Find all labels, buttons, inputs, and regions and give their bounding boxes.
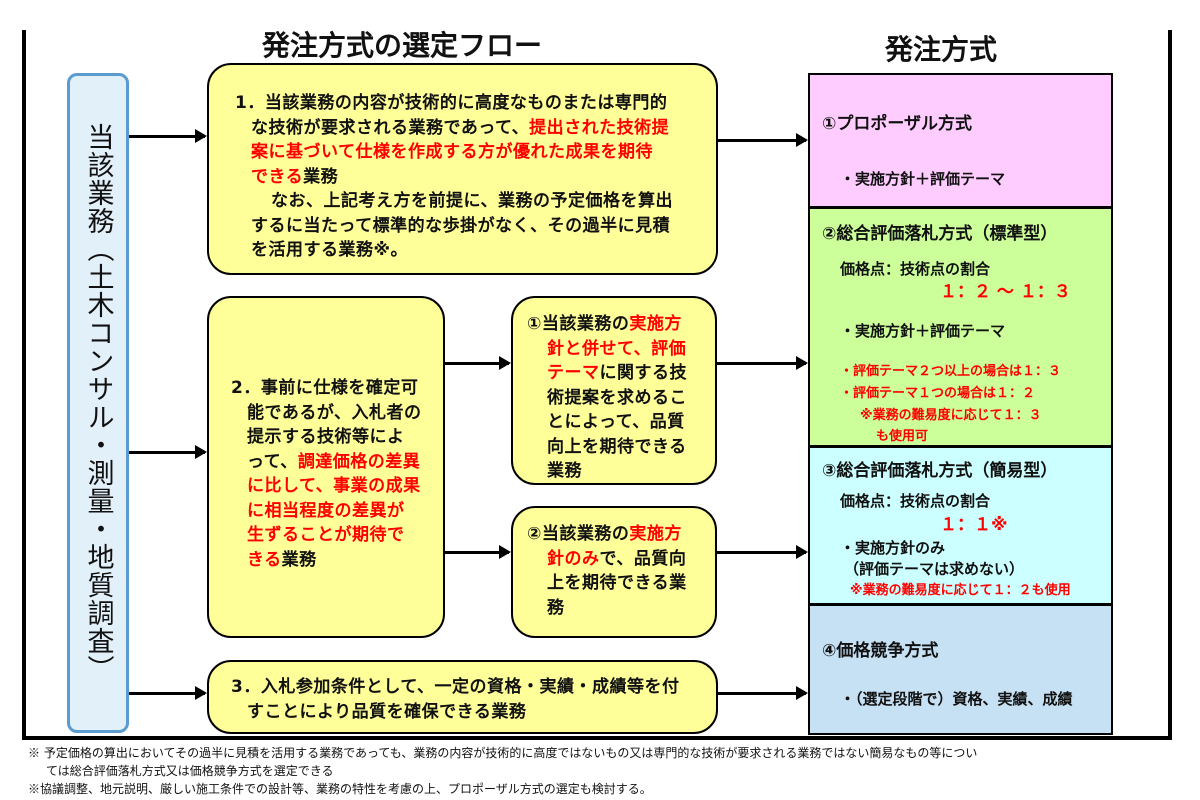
method-note: ※業務の難易度に応じて１：３ — [860, 408, 1042, 423]
highlight-text: 案に基づいて仕様を作成する方が優れた成果を期待 — [251, 142, 653, 162]
method-item: ・実施方針＋評価テーマ — [840, 170, 1006, 188]
highlight-text: 生ずることが期待で — [247, 525, 405, 545]
text-line: 術提案を求めるこ — [547, 387, 687, 408]
criteria-box-3: 3．入札参加条件として、一定の資格・実績・成績等を付 すことにより品質を確保でき… — [207, 660, 718, 734]
text: ②当該業務の — [527, 524, 630, 544]
highlight-text: きる — [247, 549, 282, 570]
text: に関する技 — [599, 363, 687, 383]
text: 業務 — [303, 166, 339, 187]
arrow — [129, 686, 207, 700]
criteria-box-2: 2．事前に仕様を確定可 能であるが、入札者の 提示する技術等によ って、調達価格… — [207, 296, 445, 638]
text-line: 3．入札参加条件として、一定の資格・実績・成績等を付 — [231, 677, 680, 697]
ratio-value: １：２ ～ １：３ — [940, 282, 1071, 302]
text: な技術が要求される業務であって、 — [251, 117, 530, 138]
text-line: を活用する業務※。 — [251, 240, 409, 260]
text-line: 上を期待できる業 — [547, 573, 687, 593]
text-line: 務 — [547, 597, 565, 618]
method-item: ・（選定段階で）資格、実績、成績 — [840, 690, 1073, 708]
method-heading: ③総合評価落札方式（簡易型） — [822, 461, 1058, 481]
footnote: ※ 予定価格の算出においてその過半に見積を活用する業務であっても、業務の内容が技… — [28, 746, 978, 760]
method-item: （評価テーマは求めない） — [844, 560, 1025, 578]
highlight-text: できる — [251, 166, 304, 187]
text-line: なお、上記考え方を前提に、業務の予定価格を算出 — [271, 191, 673, 211]
criteria-box-2-1: ①当該業務の実施方 針と併せて、評価 テーマに関する技 術提案を求めるこ とによ… — [511, 296, 717, 485]
arrow — [432, 356, 511, 370]
criteria-box-2-2: ②当該業務の実施方 針のみで、品質向 上を期待できる業 務 — [511, 506, 717, 638]
arrow — [717, 133, 808, 147]
subject-box: 当該業務（土木コンサル・測量・地質調査） — [67, 73, 129, 733]
arrow — [129, 445, 207, 459]
text-line: 業務 — [547, 461, 582, 481]
highlight-text: に相当程度の差異が — [247, 500, 405, 521]
flow-title: 発注方式の選定フロー — [262, 29, 543, 62]
methods-title: 発注方式 — [885, 33, 998, 66]
method-item: ・実施方針のみ — [840, 539, 946, 557]
arrow — [717, 686, 808, 700]
method-proposal: ①プロポーザル方式 ・実施方針＋評価テーマ — [808, 73, 1113, 208]
text: で、品質向 — [599, 548, 687, 569]
highlight-text: 調達価格の差異 — [297, 451, 421, 472]
outer-frame — [22, 30, 1172, 740]
highlight-text: 実施方 — [629, 524, 682, 544]
text: って、 — [247, 451, 298, 472]
text-line: 提示する技術等によ — [247, 427, 405, 447]
text: 業務 — [281, 549, 317, 570]
method-heading: ①プロポーザル方式 — [822, 114, 973, 134]
method-note: ※業務の難易度に応じて１：２も使用 — [850, 583, 1071, 598]
highlight-text: テーマ — [547, 363, 600, 383]
method-item: ・実施方針＋評価テーマ — [840, 322, 1006, 340]
method-note: も使用可 — [876, 429, 929, 444]
footnote: ※協議調整、地元説明、厳しい施工条件での設計等、業務の特性を考慮の上、プロポーザ… — [28, 782, 652, 796]
highlight-text: 針と併せて、評価 — [547, 338, 687, 359]
method-price-competition: ④価格競争方式 ・（選定段階で）資格、実績、成績 — [808, 604, 1113, 735]
text: ①当該業務の — [527, 314, 630, 334]
text-line: 向上を期待できる — [547, 436, 687, 457]
text-line: とによって、品質 — [547, 412, 685, 432]
text-line: 1．当該業務の内容が技術的に高度なものまたは専門的 — [235, 93, 668, 113]
method-comprehensive-standard: ②総合評価落札方式（標準型） 価格点：技術点の割合 １：２ ～ １：３ ・実施方… — [808, 207, 1113, 447]
highlight-text: 提出された技術提 — [529, 117, 670, 138]
criteria-box-1: 1．当該業務の内容が技術的に高度なものまたは専門的 な技術が要求される業務であっ… — [207, 63, 718, 275]
method-heading: ④価格競争方式 — [822, 641, 939, 661]
arrow — [705, 356, 808, 370]
highlight-text: 針のみ — [547, 548, 600, 569]
text-line: するに当たって標準的な歩掛がなく、その過半に見積 — [251, 215, 671, 236]
text-line: 2．事前に仕様を確定可 — [231, 378, 419, 398]
footnote: ては総合評価落札方式又は価格競争方式を選定できる — [46, 764, 334, 778]
arrow — [432, 545, 511, 559]
ratio-value: １：１※ — [940, 515, 1008, 535]
text-line: すことにより品質を確保できる業務 — [247, 701, 527, 722]
method-note: ・評価テーマ１つの場合は１：２ — [840, 386, 1036, 401]
method-heading: ②総合評価落札方式（標準型） — [822, 224, 1058, 244]
method-comprehensive-simple: ③総合評価落札方式（簡易型） 価格点：技術点の割合 １：１※ ・実施方針のみ （… — [808, 446, 1113, 605]
ratio-label: 価格点：技術点の割合 — [840, 260, 991, 278]
highlight-text: 実施方 — [629, 314, 682, 334]
text-line: 能であるが、入札者の — [247, 402, 422, 423]
ratio-label: 価格点：技術点の割合 — [840, 492, 991, 510]
arrow — [129, 129, 207, 143]
highlight-text: に比して、事業の成果 — [247, 476, 421, 496]
arrow — [705, 545, 808, 559]
subject-label: 当該業務（土木コンサル・測量・地質調査） — [82, 123, 114, 683]
method-note: ・評価テーマ２つ以上の場合は１：３ — [840, 364, 1062, 379]
